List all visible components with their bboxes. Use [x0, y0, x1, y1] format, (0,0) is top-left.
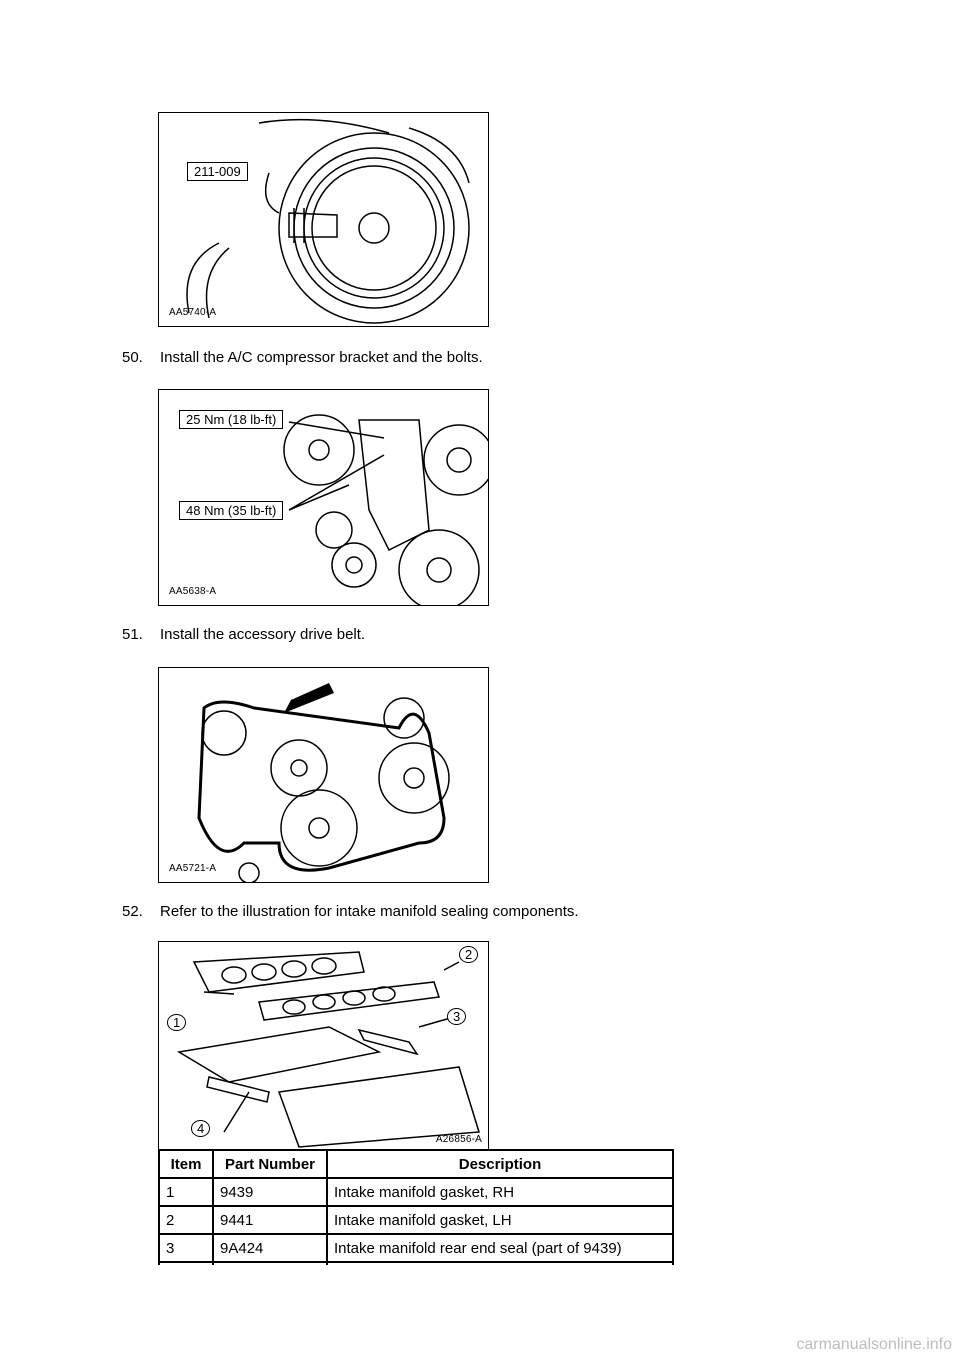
pulley-illustration [186, 118, 470, 324]
step-text: Install the accessory drive belt. [160, 626, 366, 643]
step-50: 50. Install the A/C compressor bracket an… [122, 349, 483, 366]
figure-code: AA5721-A [169, 863, 217, 874]
parts-table: Item Part Number Description 1 9439 Inta… [158, 1149, 674, 1265]
bracket-illustration [283, 414, 488, 605]
cell-description: Intake manifold gasket, RH [326, 1177, 674, 1207]
rotation-arrow [284, 683, 334, 713]
callout-1: 1 [167, 1014, 187, 1031]
table-header-row: Item Part Number Description [158, 1149, 674, 1179]
step-51: 51. Install the accessory drive belt. [122, 626, 365, 643]
cell-part-number: 9A424 [212, 1233, 328, 1263]
step-text: Refer to the illustration for intake man… [160, 903, 579, 920]
table-row: 1 9439 Intake manifold gasket, RH [158, 1177, 674, 1207]
step-number: 51. [122, 626, 143, 643]
torque-callout-lower: 48 Nm (35 lb-ft) [179, 501, 284, 520]
step-number: 50. [122, 349, 143, 366]
tool-number-callout: 211-009 [187, 162, 248, 181]
cell-description: Intake manifold gasket, LH [326, 1205, 674, 1235]
step-text: Install the A/C compressor bracket and t… [160, 349, 483, 366]
cell-part-number: 9439 [212, 1177, 328, 1207]
figure-intake-gaskets: 1 2 3 4 A26856-A [158, 941, 489, 1150]
table-row-cutoff [158, 1261, 674, 1265]
callout-4: 4 [191, 1120, 211, 1137]
step-52: 52. Refer to the illustration for intake … [122, 903, 579, 920]
step-number: 52. [122, 903, 143, 920]
header-item: Item [158, 1149, 214, 1179]
callout-2: 2 [459, 946, 479, 963]
cell-description: Intake manifold rear end seal (part of 9… [326, 1233, 674, 1263]
figure-code: AA5638-A [169, 586, 217, 597]
figure-code: AA5740-A [169, 307, 217, 318]
drive-belt-illustration [197, 683, 450, 882]
callout-3: 3 [447, 1008, 467, 1025]
figure-pulley-tool: 211-009 AA5740-A [158, 112, 489, 327]
figure-drive-belt: AA5721-A [158, 667, 489, 883]
figure-code: A26856-A [435, 1134, 482, 1145]
cell-item: 2 [158, 1205, 214, 1235]
header-part-number: Part Number [212, 1149, 328, 1179]
header-description: Description [326, 1149, 674, 1179]
cell-item: 1 [158, 1177, 214, 1207]
watermark: carmanualsonline.info [796, 1336, 952, 1353]
cell-part-number: 9441 [212, 1205, 328, 1235]
torque-callout-upper: 25 Nm (18 lb-ft) [179, 410, 284, 429]
table-row: 3 9A424 Intake manifold rear end seal (p… [158, 1233, 674, 1263]
cell-item: 3 [158, 1233, 214, 1263]
intake-gaskets-illustration [176, 951, 480, 1148]
figure-ac-bracket: 25 Nm (18 lb-ft) 48 Nm (35 lb-ft) AA5638… [158, 389, 489, 606]
table-row: 2 9441 Intake manifold gasket, LH [158, 1205, 674, 1235]
